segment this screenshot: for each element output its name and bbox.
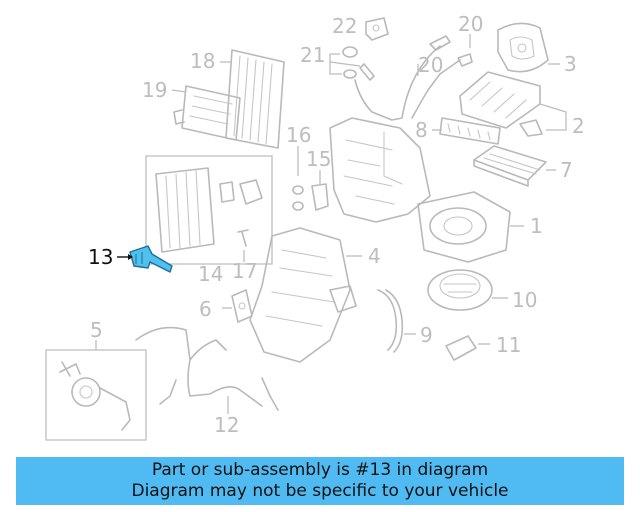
parts-diagram: 1 2 3 4 5 6 7 8 9 10 11 12 13 14 15 16 1… bbox=[45, 12, 585, 441]
part-16-clip bbox=[292, 146, 304, 211]
part-10-blower-motor bbox=[427, 269, 508, 311]
part-6-bracket bbox=[222, 289, 253, 323]
banner-line-1: Part or sub-assembly is #13 in diagram bbox=[151, 460, 489, 480]
callout-20-upper: 20 bbox=[458, 12, 483, 36]
banner-line-2: Diagram may not be specific to your vehi… bbox=[131, 481, 509, 501]
callout-18: 18 bbox=[190, 49, 215, 73]
callout-16: 16 bbox=[286, 123, 311, 147]
callout-2: 2 bbox=[572, 114, 585, 138]
callout-21: 21 bbox=[300, 43, 325, 67]
part-21-fittings bbox=[329, 46, 375, 81]
part-20-pipes bbox=[354, 34, 473, 121]
callout-1: 1 bbox=[530, 214, 543, 238]
callout-3: 3 bbox=[564, 52, 577, 76]
part-11-resistor bbox=[445, 335, 490, 361]
part-3-gasket bbox=[497, 22, 560, 73]
part-14-group bbox=[145, 155, 273, 265]
info-banner: Part or sub-assembly is #13 in diagram D… bbox=[16, 457, 624, 505]
part-2-actuators bbox=[459, 71, 567, 137]
part-8-seal bbox=[432, 117, 501, 145]
callout-13: 13 bbox=[88, 245, 113, 269]
part-17-screw bbox=[237, 229, 249, 262]
callout-10: 10 bbox=[512, 288, 537, 312]
callout-14: 14 bbox=[198, 262, 223, 286]
part-13-sensor-highlighted bbox=[117, 245, 173, 273]
callout-4: 4 bbox=[368, 244, 381, 268]
part-9-hose bbox=[377, 289, 416, 353]
callout-12: 12 bbox=[214, 413, 239, 437]
callout-11: 11 bbox=[496, 333, 521, 357]
callout-22: 22 bbox=[332, 14, 357, 38]
callout-20-lower: 20 bbox=[418, 53, 443, 77]
part-15-sensor bbox=[311, 170, 329, 211]
callout-9: 9 bbox=[420, 323, 433, 347]
part-19-heater-core bbox=[171, 85, 241, 141]
callout-6: 6 bbox=[199, 297, 212, 321]
callout-17: 17 bbox=[232, 259, 257, 283]
part-7-filter bbox=[473, 145, 556, 187]
hvac-housing-upper bbox=[329, 117, 431, 223]
callout-15: 15 bbox=[306, 147, 331, 171]
part-18-evaporator bbox=[220, 49, 285, 149]
part-22-bracket bbox=[365, 17, 389, 41]
part-4-distribution-housing bbox=[249, 227, 362, 363]
part-1-blower-housing bbox=[417, 191, 524, 263]
callout-19: 19 bbox=[142, 78, 167, 102]
part-5-group bbox=[45, 340, 147, 441]
callout-8: 8 bbox=[415, 118, 428, 142]
part-12-harness bbox=[135, 326, 279, 414]
callout-7: 7 bbox=[560, 158, 573, 182]
callout-5: 5 bbox=[90, 318, 103, 342]
